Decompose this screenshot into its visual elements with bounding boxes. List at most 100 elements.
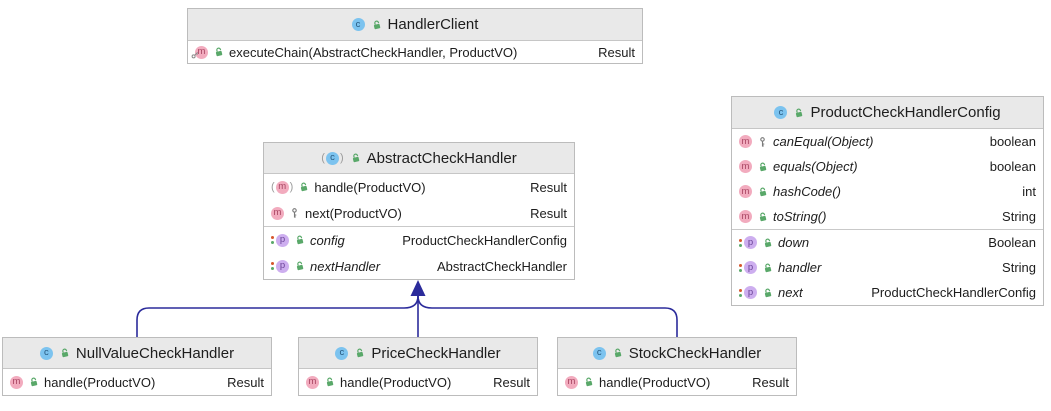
class-node-pricecheckhandler[interactable]: c PriceCheckHandler m handle(ProductVO) … — [298, 337, 538, 396]
member-name: handle(ProductVO) — [599, 374, 711, 390]
member-name: handle(ProductVO) — [314, 179, 426, 195]
member-row[interactable]: m executeChain(AbstractCheckHandler, Pro… — [188, 41, 642, 63]
member-type: int — [1022, 184, 1036, 199]
paren-open: ( — [321, 151, 325, 164]
abstract-method-icon: ( m ) — [271, 180, 294, 194]
member-row[interactable]: p down Boolean — [732, 230, 1043, 255]
member-row[interactable]: m next(ProductVO) Result — [264, 200, 574, 226]
method-icon: m — [739, 160, 752, 173]
member-type: String — [1002, 260, 1036, 275]
property-icon: p — [739, 286, 757, 299]
member-row[interactable]: m handle(ProductVO) Result — [299, 369, 537, 395]
member-name: executeChain(AbstractCheckHandler, Produ… — [229, 44, 518, 60]
method-icon: m — [739, 185, 752, 198]
class-title: StockCheckHandler — [628, 344, 762, 362]
class-header-abstractcheckhandler[interactable]: ( c ) AbstractCheckHandler — [264, 143, 574, 174]
method-icon: m — [739, 210, 752, 223]
method-icon: m — [271, 206, 284, 220]
inheritance-arrowhead-icon — [410, 280, 426, 296]
public-lock-icon — [294, 260, 305, 272]
class-title: HandlerClient — [387, 16, 479, 33]
class-node-nullvaluecheckhandler[interactable]: c NullValueCheckHandler m handle(Product… — [2, 337, 272, 396]
property-icon: p — [739, 236, 757, 249]
public-lock-icon — [371, 19, 382, 31]
member-row[interactable]: m handle(ProductVO) Result — [3, 369, 271, 395]
class-title: ProductCheckHandlerConfig — [810, 104, 1001, 121]
member-row[interactable]: p handler String — [732, 255, 1043, 280]
method-icon: m — [275, 180, 289, 194]
class-header-handlerclient[interactable]: c HandlerClient — [188, 9, 642, 41]
class-header-stockcheckhandler[interactable]: c StockCheckHandler — [558, 338, 796, 369]
class-node-stockcheckhandler[interactable]: c StockCheckHandler m handle(ProductVO) … — [557, 337, 797, 396]
property-letter-icon: p — [276, 259, 289, 273]
public-lock-icon — [298, 181, 309, 193]
class-node-abstractcheckhandler[interactable]: ( c ) AbstractCheckHandler ( m ) handle(… — [263, 142, 575, 280]
member-type: Result — [752, 374, 789, 390]
public-lock-icon — [59, 347, 70, 359]
class-title: PriceCheckHandler — [371, 344, 501, 362]
member-row[interactable]: ( m ) handle(ProductVO) Result — [264, 174, 574, 200]
public-lock-icon — [762, 287, 773, 299]
member-type: Result — [227, 374, 264, 390]
inheritance-edge-nullvalue[interactable] — [136, 295, 419, 337]
method-icon: m — [565, 375, 578, 389]
member-row[interactable]: m equals(Object) boolean — [732, 154, 1043, 179]
member-name: handle(ProductVO) — [340, 374, 452, 390]
member-name: hashCode() — [773, 184, 841, 199]
member-name: config — [310, 232, 345, 248]
public-lock-icon — [793, 107, 804, 119]
property-icon: p — [271, 259, 289, 273]
class-header-productcheckhandlerconfig[interactable]: c ProductCheckHandlerConfig — [732, 97, 1043, 129]
member-row[interactable]: m handle(ProductVO) Result — [558, 369, 796, 395]
member-type: Boolean — [988, 235, 1036, 250]
class-header-nullvaluecheckhandler[interactable]: c NullValueCheckHandler — [3, 338, 271, 369]
paren-close: ) — [339, 151, 344, 164]
class-title: NullValueCheckHandler — [75, 344, 235, 362]
member-type: Result — [530, 205, 567, 221]
member-type: Result — [530, 179, 567, 195]
property-icon: p — [739, 261, 757, 274]
property-letter-icon: p — [276, 233, 289, 247]
member-name: canEqual(Object) — [773, 134, 874, 149]
abstract-class-icon: ( c ) — [321, 151, 344, 165]
class-node-productcheckhandlerconfig[interactable]: c ProductCheckHandlerConfig m canEqual(O… — [731, 96, 1044, 306]
member-row[interactable]: m canEqual(Object) boolean — [732, 129, 1043, 154]
class-header-pricecheckhandler[interactable]: c PriceCheckHandler — [299, 338, 537, 369]
member-type: String — [1002, 209, 1036, 224]
method-icon: m — [10, 375, 23, 389]
member-row[interactable]: m hashCode() int — [732, 179, 1043, 204]
class-icon: c — [351, 18, 365, 31]
member-name: equals(Object) — [773, 159, 858, 174]
inheritance-edge-stock[interactable] — [417, 295, 678, 337]
public-lock-icon — [28, 376, 39, 388]
member-row[interactable]: m toString() String — [732, 204, 1043, 229]
member-type: Result — [493, 374, 530, 390]
member-name: handle(ProductVO) — [44, 374, 156, 390]
member-name: next(ProductVO) — [305, 205, 402, 221]
public-lock-icon — [213, 46, 224, 58]
protected-key-icon — [289, 207, 300, 219]
member-type: boolean — [989, 134, 1036, 149]
public-lock-icon — [612, 347, 623, 359]
member-row[interactable]: p config ProductCheckHandlerConfig — [264, 227, 574, 253]
member-name: down — [778, 235, 810, 250]
class-icon: c — [774, 106, 788, 119]
member-row[interactable]: p next ProductCheckHandlerConfig — [732, 280, 1043, 305]
paren-close: ) — [289, 180, 294, 193]
member-name: toString() — [773, 209, 827, 224]
member-name: nextHandler — [310, 258, 381, 274]
member-type: ProductCheckHandlerConfig — [871, 285, 1036, 300]
property-letter-icon: p — [744, 261, 757, 274]
member-name: handler — [778, 260, 822, 275]
class-node-handlerclient[interactable]: c HandlerClient m executeChain(AbstractC… — [187, 8, 643, 64]
method-icon: m — [306, 375, 319, 389]
public-lock-icon — [762, 262, 773, 274]
member-type: boolean — [989, 159, 1036, 174]
key-overlay-icon — [191, 47, 199, 62]
member-row[interactable]: p nextHandler AbstractCheckHandler — [264, 253, 574, 279]
member-type: ProductCheckHandlerConfig — [402, 232, 567, 248]
public-lock-icon — [354, 347, 365, 359]
method-icon: m — [739, 135, 752, 148]
member-type: Result — [598, 44, 635, 60]
